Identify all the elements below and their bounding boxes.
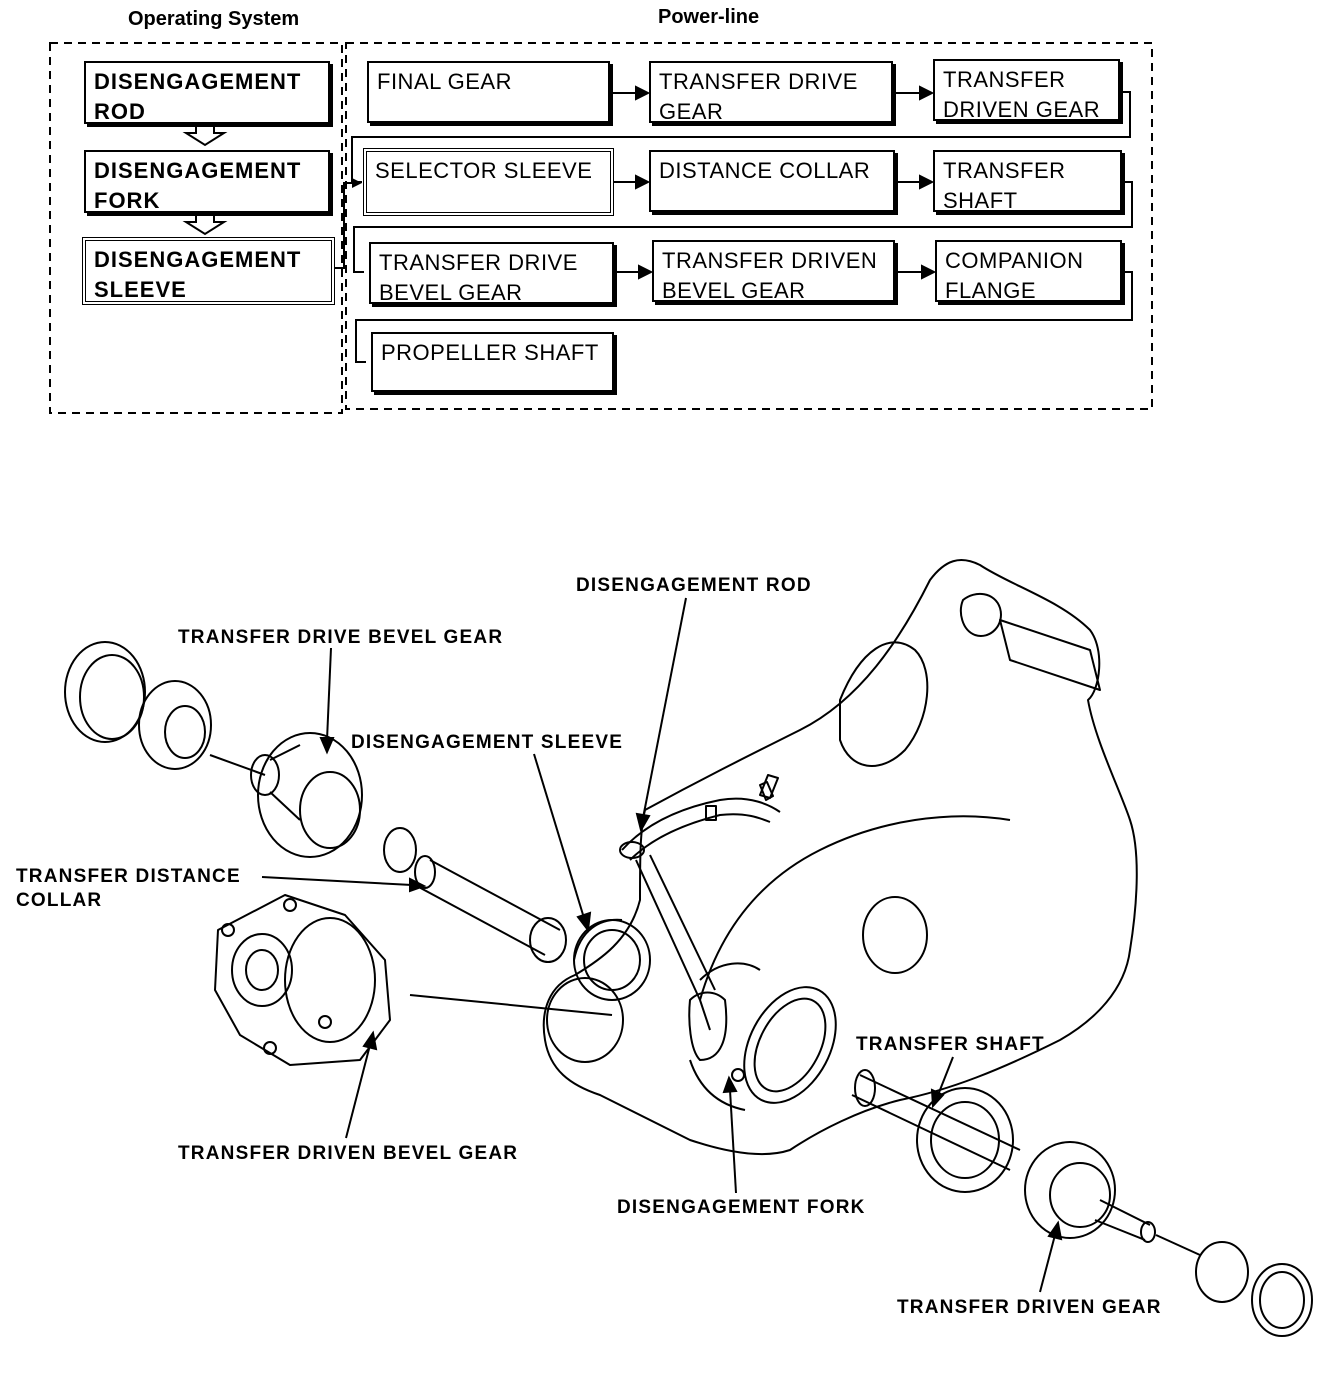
pl-box-label-line1: PROPELLER SHAFT <box>381 340 599 365</box>
operating-system-arrows <box>182 123 228 236</box>
os-box-label-line2: FORK <box>94 188 161 213</box>
os-to-powerline-connector <box>334 182 356 269</box>
pl-box-final-gear: FINAL GEAR <box>367 61 610 123</box>
pl-box-label-line1: TRANSFER <box>943 67 1066 92</box>
transfer-shaft-part <box>851 1069 1021 1193</box>
pl-box-label-line2: FLANGE <box>945 278 1037 303</box>
pl-box-transfer-drive-gear: TRANSFER DRIVE GEAR <box>649 61 893 124</box>
label-transfer-drive-bevel-gear: TRANSFER DRIVE BEVEL GEAR <box>178 627 504 648</box>
os-box-label-line2: ROD <box>94 99 146 124</box>
hollow-down-arrow-1 <box>182 123 228 147</box>
pl-box-companion-flange: COMPANION FLANGE <box>935 240 1122 303</box>
pl-box-transfer-driven-gear: TRANSFER DRIVEN GEAR <box>933 59 1120 122</box>
pl-box-transfer-drive-bevel-gear: TRANSFER DRIVE BEVEL GEAR <box>369 242 614 305</box>
power-line-frame <box>345 42 1153 410</box>
label-transfer-driven-gear: TRANSFER DRIVEN GEAR <box>897 1297 1162 1318</box>
case-window <box>839 641 929 767</box>
pl-box-label-line1: SELECTOR SLEEVE <box>375 158 593 183</box>
pl-box-label-line1: TRANSFER DRIVE <box>659 69 858 94</box>
os-box-label-line1: DISENGAGEMENT <box>94 69 302 94</box>
disengagement-rod-part <box>621 797 781 851</box>
label-disengagement-fork: DISENGAGEMENT FORK <box>617 1197 866 1218</box>
leader-lines <box>261 597 1063 1293</box>
transfer-driven-gear-part <box>1024 1141 1313 1337</box>
operating-system-frame <box>49 42 343 414</box>
pl-box-propeller-shaft: PROPELLER SHAFT <box>371 332 614 392</box>
os-box-label-line2: SLEEVE <box>94 277 187 302</box>
power-line-title: Power-line <box>658 6 760 28</box>
disengagement-fork-part <box>688 991 728 1061</box>
case-opening <box>546 977 624 1063</box>
pl-box-transfer-driven-bevel-gear: TRANSFER DRIVEN BEVEL GEAR <box>652 240 895 303</box>
label-disengagement-rod: DISENGAGEMENT ROD <box>576 575 812 596</box>
label-line1: TRANSFER DISTANCE <box>16 866 241 887</box>
case-inner-rim <box>699 815 1011 1001</box>
bearing-part <box>64 641 212 770</box>
pl-box-label-line1: DISTANCE COLLAR <box>659 158 871 183</box>
pl-box-label-line1: TRANSFER DRIVEN <box>662 248 878 273</box>
os-box-label-line1: DISENGAGEMENT <box>94 247 302 272</box>
operating-system-title: Operating System <box>128 8 300 30</box>
os-box-disengagement-fork: DISENGAGEMENT FORK <box>84 150 330 213</box>
os-box-label-line1: DISENGAGEMENT <box>94 158 302 183</box>
transfer-distance-collar-part <box>383 827 567 963</box>
pl-box-label-line2: GEAR <box>659 99 724 124</box>
label-transfer-distance-collar: TRANSFER DISTANCE COLLAR <box>16 865 241 913</box>
pl-box-label-line2: SHAFT <box>943 188 1018 213</box>
pl-box-transfer-shaft: TRANSFER SHAFT <box>933 150 1122 213</box>
label-line2: COLLAR <box>16 890 103 911</box>
pl-box-label-line1: TRANSFER DRIVE <box>379 250 578 275</box>
power-line-arrows <box>610 85 937 280</box>
os-box-disengagement-sleeve: DISENGAGEMENT SLEEVE <box>82 237 335 305</box>
hollow-down-arrow-2 <box>182 212 228 236</box>
transmission-case <box>542 559 1138 1156</box>
label-transfer-driven-bevel-gear: TRANSFER DRIVEN BEVEL GEAR <box>178 1143 519 1164</box>
pl-box-distance-collar: DISTANCE COLLAR <box>649 150 895 212</box>
label-transfer-shaft: TRANSFER SHAFT <box>856 1034 1045 1055</box>
pl-box-label-line1: TRANSFER <box>943 158 1066 183</box>
os-box-disengagement-rod: DISENGAGEMENT ROD <box>84 61 330 124</box>
transfer-drive-bevel-gear-part <box>209 732 363 858</box>
pl-box-label-line1: COMPANION <box>945 248 1084 273</box>
pl-box-label-line2: BEVEL GEAR <box>662 278 806 303</box>
pl-box-selector-sleeve: SELECTOR SLEEVE <box>363 148 614 216</box>
row-wrap-connectors <box>351 91 1133 363</box>
transfer-driven-bevel-gear-part <box>214 894 391 1066</box>
disengagement-sleeve-part <box>573 918 651 1001</box>
pl-box-label-line2: BEVEL GEAR <box>379 280 523 305</box>
case-bore <box>862 896 928 974</box>
pl-box-label-line2: DRIVEN GEAR <box>943 97 1101 122</box>
label-disengagement-sleeve: DISENGAGEMENT SLEEVE <box>351 732 624 753</box>
pl-box-label-line1: FINAL GEAR <box>377 69 512 94</box>
